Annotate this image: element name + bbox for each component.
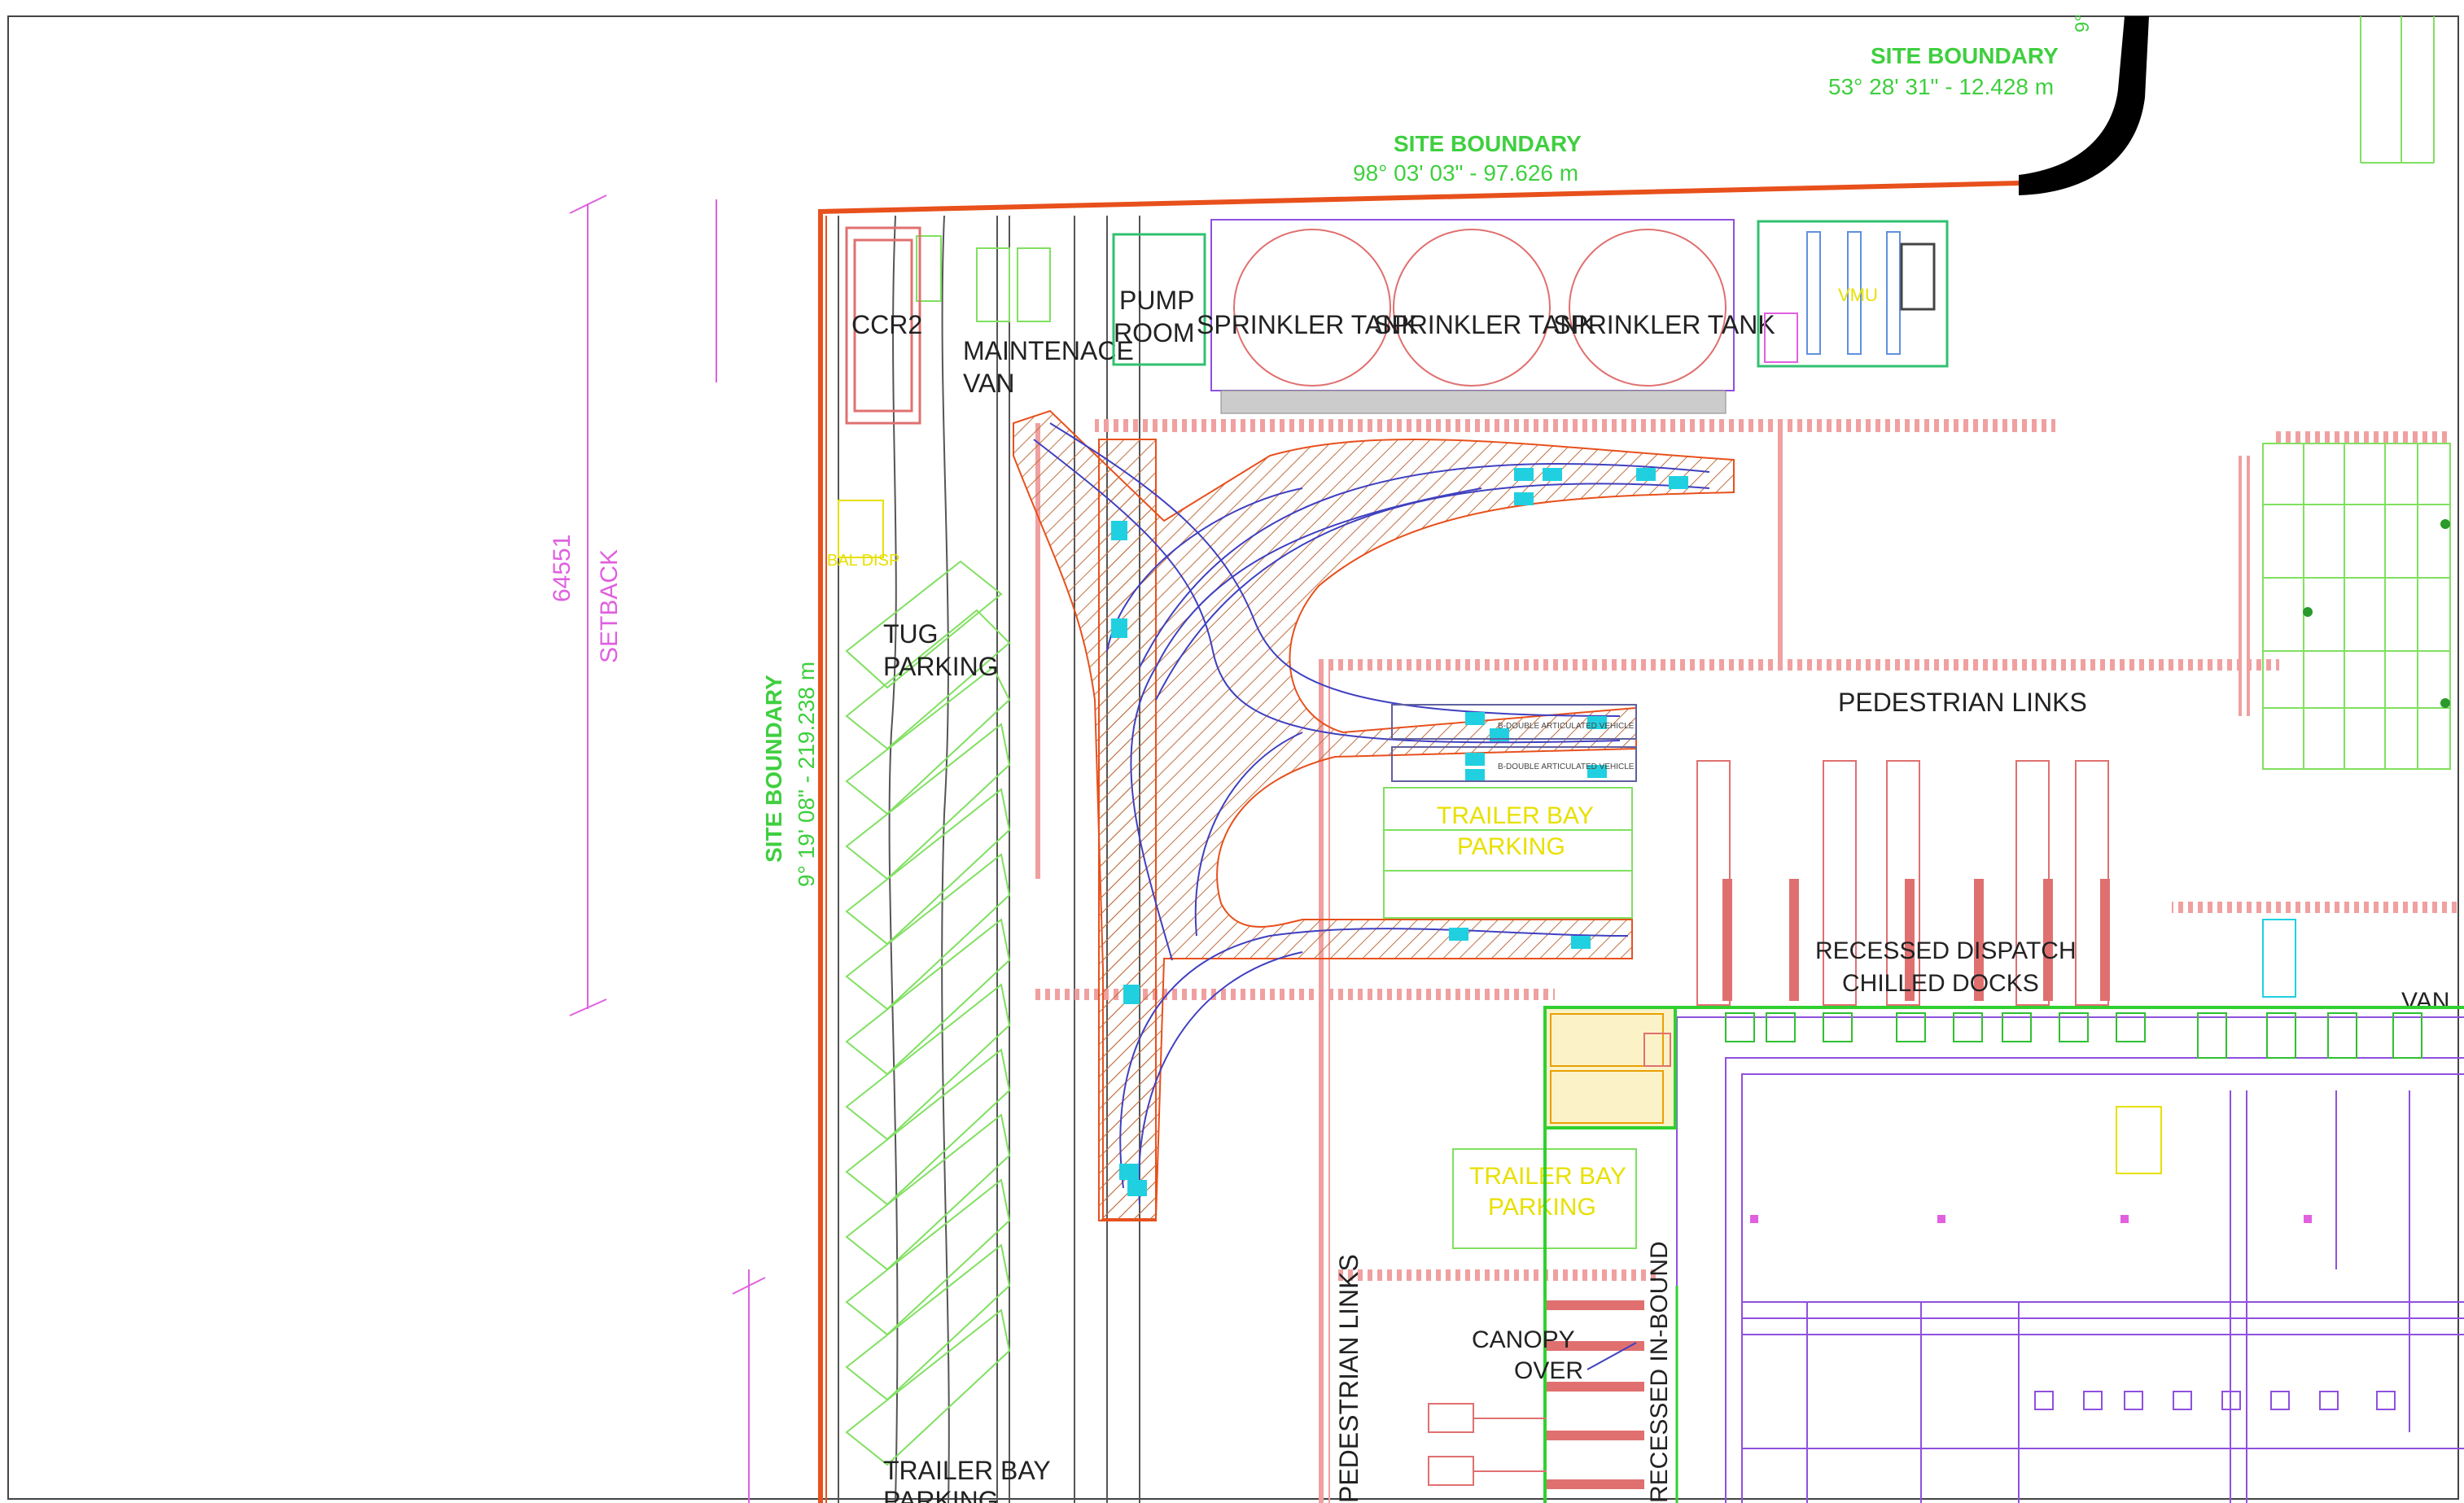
east-landscape-dots (2303, 519, 2450, 708)
vmu-small-box (2116, 1106, 2162, 1174)
pedestrian-link-strips (1034, 419, 2457, 1503)
trailer-bay-parking-label-3a: TRAILER BAY (883, 1456, 1051, 1485)
van-partial-label: VAN (2401, 988, 2449, 1015)
east-road-strip (2239, 456, 2250, 716)
bal-disp-label: BAL DISP (827, 552, 899, 570)
trailer-bay-parking-label-2a: TRAILER BAY (1469, 1163, 1626, 1190)
east-ev-bay (2262, 919, 2296, 998)
trailer-bay-parking-label-1a: TRAILER BAY (1437, 802, 1594, 829)
warehouse-building (1543, 1006, 2464, 1503)
inbound-office (1543, 1006, 1677, 1129)
setback-label: SETBACK (596, 549, 623, 663)
trailer-bay-parking-label-2b: PARKING (1488, 1194, 1596, 1221)
ccr2-label: CCR2 (851, 310, 922, 339)
setback-dimension (569, 194, 766, 1503)
trailer-bay-parking-label-3b: PARKING (883, 1486, 999, 1503)
tug-parking-label-2: PARKING (883, 652, 999, 681)
west-road-lines (838, 215, 1140, 1503)
dispatch-dock-posts (1722, 879, 2110, 1001)
pump-room-label-2: ROOM (1114, 318, 1195, 347)
canopy-posts (1547, 1300, 1644, 1489)
sprinkler-tank-label-3: SPRINKLER TANK (1553, 310, 1775, 339)
bal-disp-box (838, 500, 884, 558)
pedestrian-links-label: PEDESTRIAN LINKS (1838, 688, 2087, 717)
site-boundary-line (818, 15, 2149, 1503)
site-boundary-top-bearing: 98° 03' 03" - 97.626 m (1353, 160, 1578, 186)
tug-parking-label-1: TUG (883, 619, 939, 649)
vehicle-markers (1111, 468, 1688, 1196)
site-boundary-ne-label: SITE BOUNDARY (1871, 43, 2059, 68)
sprinkler-tank-enclosure (1210, 219, 1735, 414)
pump-room (1112, 233, 1206, 366)
warehouse-racks (2034, 1391, 2396, 1410)
recessed-dispatch-label-2: CHILLED DOCKS (1842, 970, 2039, 997)
canopy-label-1: CANOPY (1472, 1326, 1575, 1353)
canopy-outlines (1428, 1403, 1547, 1486)
site-boundary-top-label: SITE BOUNDARY (1394, 131, 1582, 156)
tug-parking-bays (845, 235, 1051, 1466)
sprinkler-tank-label-2: SPRINKLER TANK (1374, 310, 1596, 339)
drawing-frame (7, 15, 2459, 1500)
sprinkler-tank-label-1: SPRINKLER TANK (1197, 310, 1419, 339)
ccr2-building (845, 226, 921, 425)
articulated-vehicle-label-2: B-DOUBLE ARTICULATED VEHICLE (1498, 762, 1635, 771)
site-boundary-ne-bearing: 53° 28' 31" - 12.428 m (1828, 74, 2054, 99)
vmu-area (1757, 220, 1949, 368)
setback-dimension-value: 64551 (549, 535, 576, 602)
east-car-parking (2262, 16, 2451, 770)
articulated-vehicle-label-1: B-DOUBLE ARTICULATED VEHICLE (1498, 722, 1635, 731)
swept-path-lines (1033, 422, 1710, 1205)
recessed-inbound-label: RECESSED IN-BOUND (1646, 1241, 1673, 1503)
recessed-dispatch-label-1: RECESSED DISPATCH (1815, 937, 2077, 964)
site-boundary-left-label: SITE BOUNDARY (761, 675, 786, 863)
maintenance-van-label-1: MAINTENACE (963, 336, 1134, 365)
canopy-leader (1587, 1342, 1637, 1370)
warehouse-columns (1750, 1215, 2312, 1223)
site-boundary-left-bearing: 9° 19' 08" - 219.238 m (794, 662, 819, 887)
pedestrian-links-vertical-label: PEDESTRIAN LINKS (1334, 1254, 1363, 1503)
vmu-label: VMU (1838, 285, 1878, 305)
warehouse-dock-doors (1725, 1012, 2422, 1059)
trailer-bay-parking-label-1b: PARKING (1457, 833, 1565, 860)
maintenance-van-label-2: VAN (963, 369, 1014, 398)
articulated-vehicle-strips (1391, 704, 1637, 782)
site-boundary-ne-partial: 9° (2072, 14, 2094, 33)
pump-room-label-1: PUMP (1119, 286, 1194, 315)
trailer-bay-parking-1-bays (1383, 787, 1633, 919)
canopy-label-2: OVER (1514, 1357, 1583, 1384)
